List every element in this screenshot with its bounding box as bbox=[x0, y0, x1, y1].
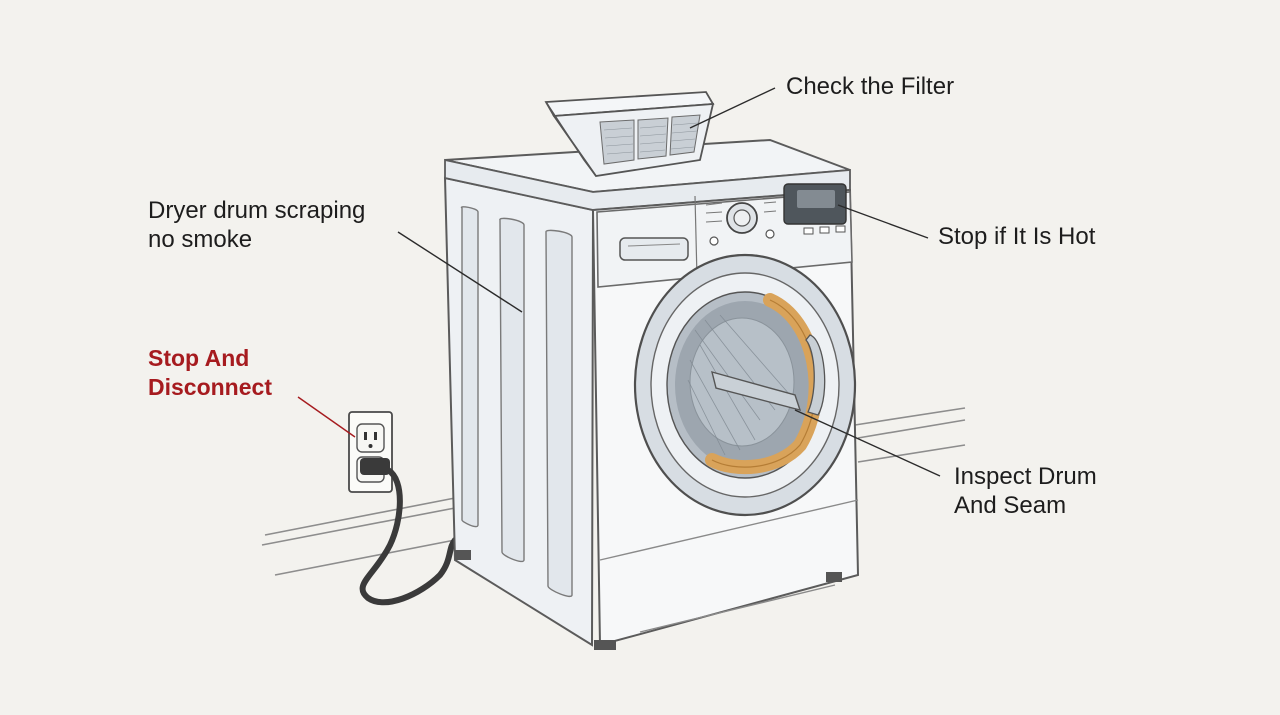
label-stop-if-hot-text: Stop if It Is Hot bbox=[938, 223, 1096, 250]
lint-filter bbox=[544, 91, 715, 177]
dryer-side-panel bbox=[443, 176, 595, 647]
leader-disconnect bbox=[297, 396, 356, 438]
label-symptom-line1: Dryer drum scraping bbox=[148, 197, 366, 224]
label-check-filter: Check the Filter bbox=[786, 72, 954, 101]
baseboard bbox=[261, 407, 966, 576]
label-inspect-drum-line1: Inspect Drum bbox=[954, 463, 1097, 490]
leader-lines bbox=[297, 87, 941, 477]
wall-outlet bbox=[348, 411, 393, 493]
label-check-filter-text: Check the Filter bbox=[786, 73, 955, 100]
leader-hot bbox=[837, 204, 929, 239]
leader-filter bbox=[689, 87, 776, 129]
label-symptom: Dryer drum scraping no smoke bbox=[148, 196, 365, 254]
label-stop-if-hot: Stop if It Is Hot bbox=[938, 222, 1095, 251]
leader-drum bbox=[794, 409, 941, 477]
leader-symptom bbox=[397, 231, 523, 313]
power-cord bbox=[359, 458, 458, 606]
label-stop-disconnect-line2: Disconnect bbox=[148, 374, 272, 400]
dryer-door bbox=[633, 253, 857, 517]
label-inspect-drum-line2: And Seam bbox=[954, 492, 1067, 519]
label-symptom-line2: no smoke bbox=[148, 226, 253, 253]
label-inspect-drum: Inspect Drum And Seam bbox=[954, 462, 1097, 520]
label-stop-disconnect: Stop And Disconnect bbox=[148, 344, 272, 402]
label-stop-disconnect-line1: Stop And bbox=[148, 345, 250, 371]
